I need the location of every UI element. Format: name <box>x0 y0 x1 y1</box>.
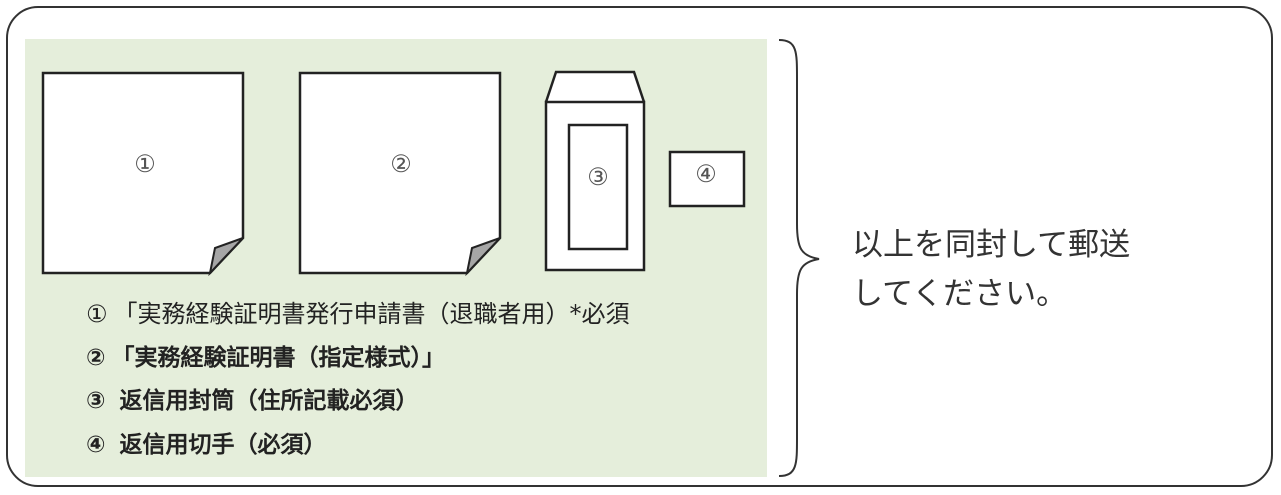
document-1-number: ① <box>134 150 156 178</box>
document-2-number: ② <box>390 150 412 178</box>
document-1-fold <box>208 237 244 276</box>
outer-frame <box>6 6 1273 487</box>
document-2-fold <box>465 237 501 276</box>
document-2-figure <box>298 71 502 276</box>
list-item-1-mark: ① <box>86 300 108 328</box>
list-item-1-text: 「実務経験証明書発行申請書（退職者用）*必須 <box>113 300 630 328</box>
envelope-flap <box>544 70 646 103</box>
envelope-address-box <box>567 123 629 251</box>
instruction-line-2: してください。 <box>852 276 1068 312</box>
list-item-4: ④ 返信用切手（必須） <box>86 434 326 457</box>
envelope-number: ③ <box>587 163 609 191</box>
list-item-3-text: 返信用封筒（住所記載必須） <box>119 388 419 414</box>
list-item-2-mark: ② <box>86 345 106 371</box>
instruction-line-1: 以上を同封して郵送 <box>852 227 1131 263</box>
list-item-4-mark: ④ <box>86 432 106 458</box>
list-item-3-mark: ③ <box>86 388 106 414</box>
curly-bracket <box>778 39 820 477</box>
stamp-box <box>668 150 746 208</box>
list-item-1: ①「実務経験証明書発行申請書（退職者用）*必須 <box>86 302 630 326</box>
list-item-2: ②「実務経験証明書（指定様式）」 <box>86 347 445 370</box>
list-item-4-text: 返信用切手（必須） <box>119 432 327 458</box>
list-item-3: ③ 返信用封筒（住所記載必須） <box>86 390 418 413</box>
document-1-figure <box>41 71 245 276</box>
envelope-figure <box>544 70 646 272</box>
list-item-2-text: 「実務経験証明書（指定様式）」 <box>111 345 445 371</box>
stamp-figure <box>668 150 746 208</box>
stamp-number: ④ <box>695 160 717 188</box>
